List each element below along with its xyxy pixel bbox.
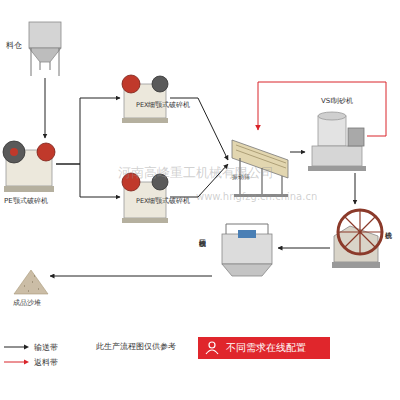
washer-base bbox=[332, 262, 380, 268]
chamber-top bbox=[318, 112, 346, 120]
jaw-crusher: PE颚式破碎机 bbox=[2, 138, 56, 194]
machine-label: 料仓 bbox=[6, 42, 22, 51]
machine-label: PE颚式破碎机 bbox=[4, 198, 48, 206]
conveyor-line-sample bbox=[4, 347, 24, 348]
legend-text: 返料带 bbox=[34, 357, 58, 368]
hopper-bin bbox=[29, 22, 61, 48]
vsi-sand-maker: VSI制砂机 bbox=[305, 108, 367, 173]
button-background bbox=[198, 337, 330, 359]
jaw-crusher-illustration bbox=[3, 141, 55, 192]
watermark: 河南高峰重工机械有限公司 bbox=[118, 166, 274, 180]
machine-label: PEX细颚式破碎机 bbox=[136, 198, 190, 205]
machine-label: VSI制砂机 bbox=[321, 98, 353, 106]
motor bbox=[348, 128, 364, 146]
conveyor-belt bbox=[278, 248, 330, 249]
crusher-base bbox=[122, 118, 168, 123]
flywheel bbox=[3, 141, 25, 163]
machine-label: PEX细颚式破碎机 bbox=[136, 102, 190, 109]
machine-base bbox=[308, 166, 366, 171]
user-icon-head bbox=[209, 342, 215, 348]
flywheel-hub bbox=[10, 148, 18, 156]
conveyor-belt bbox=[170, 98, 228, 160]
sand-grains bbox=[24, 276, 39, 291]
crushing-chamber bbox=[318, 116, 346, 146]
conveyor-belt bbox=[56, 164, 120, 197]
flywheel bbox=[122, 75, 140, 93]
wheel-buckets bbox=[338, 210, 382, 254]
vsi-sand-maker-illustration bbox=[308, 112, 366, 171]
sand-pile bbox=[14, 270, 48, 294]
watermark: www.hngfzg.cn.china.cn bbox=[196, 191, 317, 202]
sand-washer: 洗砂机 bbox=[330, 204, 380, 270]
sand-recovery-illustration bbox=[222, 224, 272, 276]
return-belt bbox=[258, 82, 386, 136]
hopper-illustration bbox=[29, 22, 61, 76]
recovery-cone bbox=[222, 264, 272, 276]
conveyor-belt bbox=[355, 173, 356, 204]
note-text: 此生产流程图仅供参考 bbox=[96, 343, 176, 352]
conveyor-belt bbox=[170, 164, 228, 197]
machine-label: 成品沙堆 bbox=[13, 300, 41, 308]
user-icon-body bbox=[206, 350, 218, 354]
washer-wheel bbox=[338, 210, 382, 254]
hopper-legs bbox=[31, 48, 59, 76]
hopper-funnel bbox=[29, 48, 61, 62]
recovery-tank bbox=[222, 234, 272, 264]
screen-mesh bbox=[236, 145, 286, 168]
legend-text: 输送带 bbox=[34, 342, 58, 353]
button-text: 不同需求在线配置 bbox=[226, 342, 306, 353]
vibrating-screen: 振动筛 bbox=[228, 130, 290, 198]
sand-pile-illustration bbox=[14, 270, 48, 294]
crusher-base bbox=[122, 218, 168, 223]
legend-samples bbox=[4, 345, 29, 365]
cyclone bbox=[238, 230, 256, 238]
return-arrow-sample bbox=[24, 360, 29, 365]
sand-washer-illustration bbox=[332, 210, 382, 268]
conveyor-belt bbox=[290, 152, 305, 153]
fine-jaw-crusher: PEX细颚式破碎机 bbox=[120, 72, 170, 124]
pulley bbox=[152, 76, 168, 92]
conveyor-belt bbox=[56, 98, 120, 164]
config-button bbox=[198, 337, 330, 359]
hopper: 料仓 bbox=[26, 18, 64, 78]
pulley bbox=[37, 143, 55, 161]
crusher-base bbox=[4, 186, 54, 192]
conveyor-belt bbox=[45, 78, 46, 138]
conveyor-arrow-sample bbox=[24, 345, 29, 350]
sand-pile: 成品沙堆 bbox=[12, 268, 50, 296]
conveyor-belt bbox=[50, 276, 212, 277]
return-line-sample bbox=[4, 362, 24, 363]
dewatering-frame bbox=[226, 224, 268, 234]
fine-jaw-crusher-illustration bbox=[122, 75, 168, 123]
machine-frame bbox=[312, 146, 362, 166]
sand-recovery: 细沙回收机 bbox=[212, 226, 278, 280]
